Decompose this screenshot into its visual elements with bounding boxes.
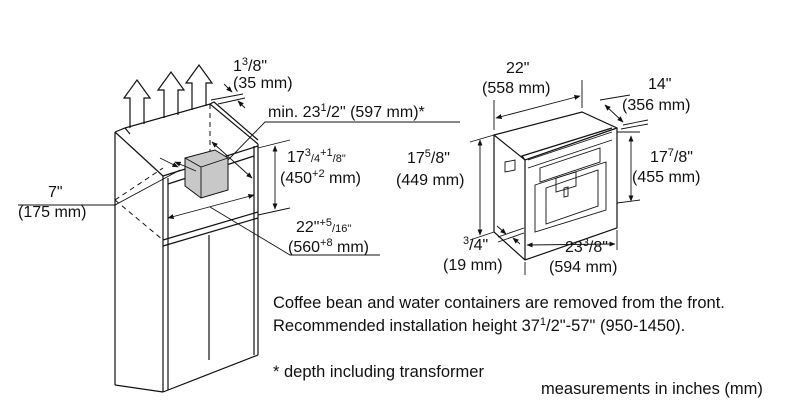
niche-height-label: 173/4+1/8" <box>287 147 346 166</box>
clearance-mm-label: (35 mm) <box>233 75 293 92</box>
cabinet-drawing <box>18 63 460 393</box>
front-width-label: 233/8" <box>565 237 608 256</box>
front-height-mm-label: (455 mm) <box>632 169 700 186</box>
ventilation-arrows-icon <box>122 63 214 128</box>
niche-width-mm-label: (560+8 mm) <box>288 237 369 256</box>
niche-width-label: 22"+5/16" <box>296 217 351 236</box>
units-note: measurements in inches (mm) <box>541 380 763 398</box>
appliance-width-mm-label: (558 mm) <box>482 80 550 97</box>
transformer-box <box>184 149 229 199</box>
appliance-width-label: 22" <box>506 60 529 77</box>
body-height-mm-label: (449 mm) <box>396 172 464 189</box>
footnote-depth: * depth including transformer <box>273 363 484 381</box>
front-thickness-mm-label: (19 mm) <box>443 257 503 274</box>
appliance-drawing <box>469 80 649 275</box>
appliance-depth-label: 14" <box>648 76 671 93</box>
front-height-label: 177/8" <box>650 147 693 166</box>
note-containers: Coffee bean and water containers are rem… <box>273 294 725 312</box>
clearance-label: 13/8" <box>233 56 267 75</box>
appliance-depth-mm-label: (356 mm) <box>622 97 690 114</box>
side-depth-label: 7" <box>48 184 63 201</box>
front-thickness-label: 3/4" <box>463 235 488 254</box>
niche-height-mm-label: (450+2 mm) <box>280 168 361 187</box>
depth-label: min. 231/2" (597 mm)* <box>268 102 425 121</box>
front-width-mm-label: (594 mm) <box>549 259 617 276</box>
side-depth-mm-label: (175 mm) <box>18 204 86 221</box>
body-height-label: 175/8" <box>407 148 450 167</box>
note-installation-height: Recommended installation height 371/2"-5… <box>273 316 685 335</box>
